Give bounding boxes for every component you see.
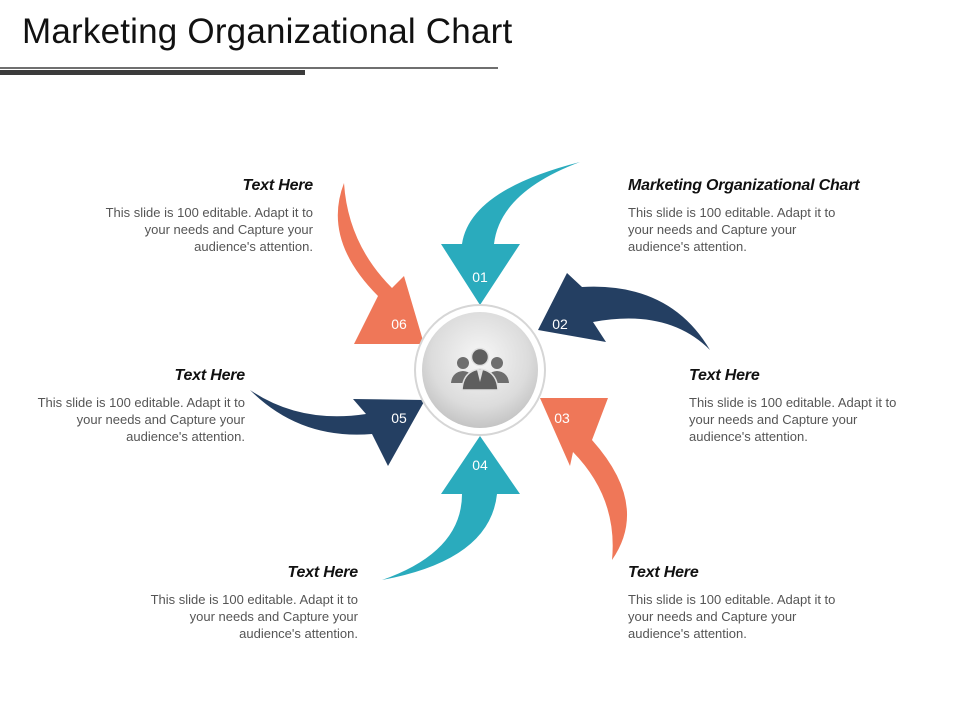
arrow-05: 05 bbox=[250, 390, 425, 466]
block-heading: Text Here bbox=[628, 564, 699, 581]
block-body: This slide is 100 editable. Adapt it to … bbox=[105, 205, 313, 254]
slide-title: Marketing Organizational Chart bbox=[22, 12, 513, 51]
step-number-05: 05 bbox=[391, 410, 407, 426]
text-block-middle-right: Text Here This slide is 100 editable. Ad… bbox=[689, 367, 929, 445]
block-body: This slide is 100 editable. Adapt it to … bbox=[150, 592, 358, 641]
step-number-03: 03 bbox=[554, 410, 570, 426]
step-number-01: 01 bbox=[472, 269, 488, 285]
text-block-top-left: Text Here This slide is 100 editable. Ad… bbox=[23, 177, 314, 255]
step-number-04: 04 bbox=[472, 457, 488, 473]
arrow-02-shape bbox=[538, 273, 710, 350]
block-heading: Text Here bbox=[242, 177, 313, 194]
arrow-03: 03 bbox=[540, 398, 628, 560]
block-heading: Marketing Organizational Chart bbox=[628, 177, 860, 194]
text-block-bottom-right: Text Here This slide is 100 editable. Ad… bbox=[628, 564, 868, 642]
arrow-03-shape bbox=[540, 398, 628, 560]
block-body: This slide is 100 editable. Adapt it to … bbox=[628, 592, 836, 641]
title-rule-thin bbox=[0, 67, 498, 69]
title-rule-thick bbox=[0, 70, 305, 75]
arrow-01: 01 bbox=[441, 162, 580, 305]
block-body: This slide is 100 editable. Adapt it to … bbox=[628, 205, 836, 254]
text-block-middle-left: Text Here This slide is 100 editable. Ad… bbox=[0, 367, 246, 445]
arrow-02: 02 bbox=[538, 273, 710, 350]
arrow-04: 04 bbox=[382, 436, 520, 580]
arrow-01-shape bbox=[441, 162, 580, 305]
block-body: This slide is 100 editable. Adapt it to … bbox=[689, 395, 897, 444]
arrow-06-shape bbox=[337, 183, 424, 344]
people-group-icon bbox=[451, 347, 509, 391]
block-heading: Text Here bbox=[287, 564, 358, 581]
block-heading: Text Here bbox=[174, 367, 245, 384]
step-number-06: 06 bbox=[391, 316, 407, 332]
text-block-bottom-left: Text Here This slide is 100 editable. Ad… bbox=[68, 564, 359, 642]
arrow-06: 06 bbox=[337, 183, 424, 344]
arrow-04-shape bbox=[382, 436, 520, 580]
block-body: This slide is 100 editable. Adapt it to … bbox=[37, 395, 245, 444]
text-block-top-right: Marketing Organizational Chart This slid… bbox=[628, 177, 928, 255]
arrow-05-shape bbox=[250, 390, 425, 466]
block-heading: Text Here bbox=[689, 367, 760, 384]
step-number-02: 02 bbox=[552, 316, 568, 332]
